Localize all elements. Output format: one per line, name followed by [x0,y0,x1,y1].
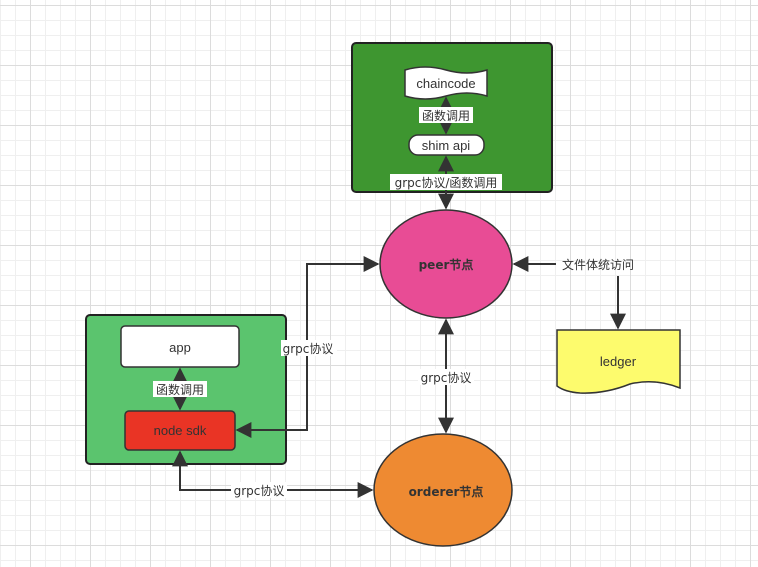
ledger-label: ledger [600,354,637,369]
peer-label: peer节点 [419,257,474,272]
edge-label-bg [153,381,207,397]
node-sdk-node[interactable] [124,410,236,451]
edge-label-bg [281,340,337,356]
chaincode-label: chaincode [416,76,475,91]
edge-label-bg [418,369,474,385]
edge-sdk-orderer [172,450,374,498]
peer-node[interactable] [379,209,513,319]
app-label: app [169,340,191,355]
orderer-node[interactable] [373,433,513,547]
edge-label-bg [231,482,287,498]
edge-label-shim-peer: grpc协议/函数调用 [395,175,498,190]
orderer-label: orderer节点 [409,484,484,499]
shim-api-label: shim api [422,138,471,153]
shim-api-node[interactable] [408,134,485,156]
node-sdk-label: node sdk [154,423,207,438]
edge-label-chaincode-shim: 函数调用 [422,108,470,123]
edge-label-app-sdk: 函数调用 [156,382,204,397]
edge-label-sdk-peer: grpc协议 [283,341,334,356]
edge-label-bg [419,107,473,123]
edge-label-bg [390,174,502,190]
edge-label-peer-orderer: grpc协议 [421,370,472,385]
ledger-node[interactable] [556,329,681,394]
chaincode-node[interactable] [404,66,488,100]
edge-label-sdk-orderer: grpc协议 [234,483,285,498]
edge-label-peer-ledger: 文件体统访问 [562,257,634,272]
